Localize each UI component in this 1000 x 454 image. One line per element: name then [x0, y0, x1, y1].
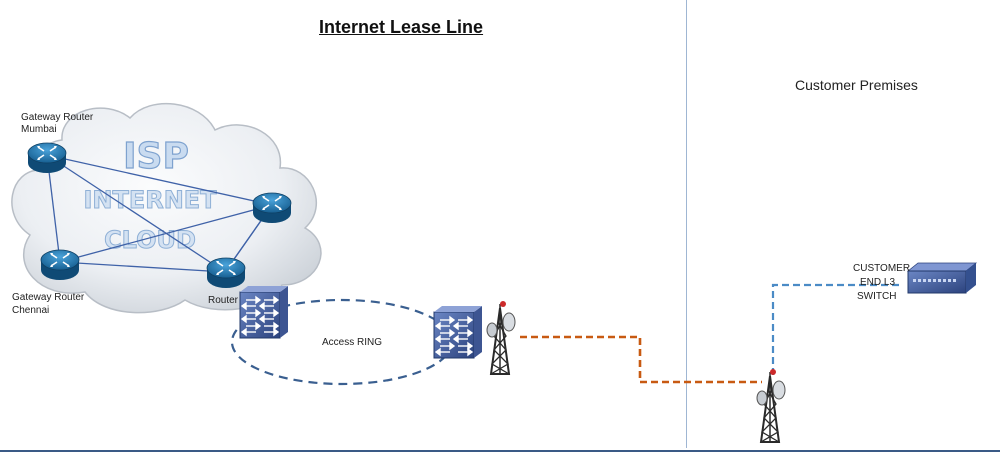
core-router-icon — [252, 192, 292, 224]
cloud-internet-text: INTERNET — [83, 186, 217, 214]
customer-switch-label-line3: SWITCH — [857, 291, 897, 302]
bottom-rule — [0, 450, 1000, 452]
access-switch-1-icon — [239, 285, 289, 339]
diagram-title: Internet Lease Line — [319, 17, 484, 37]
customer-tower-icon — [756, 368, 786, 443]
access-switch-2-icon — [433, 305, 483, 359]
customer-link — [771, 283, 902, 375]
microwave-link — [520, 335, 762, 384]
chennai-router-label-line1: Gateway Router — [12, 292, 85, 303]
customer-premises-label: Customer Premises — [795, 77, 918, 93]
customer-switch-label-line1: CUSTOMER — [853, 263, 911, 274]
cloud-isp-text: ISP — [123, 136, 189, 177]
isp-cloud — [11, 102, 322, 314]
edge-router-icon — [206, 257, 246, 289]
chennai-router-label-line2: Chennai — [12, 305, 50, 316]
customer-l3-switch-icon — [906, 262, 978, 294]
cloud-cloud-text: CLOUD — [104, 226, 196, 254]
access-tower-icon — [486, 300, 516, 375]
access-ring-label: Access RING — [322, 337, 383, 348]
premises-divider — [686, 0, 687, 448]
mumbai-router-label-line2: Mumbai — [21, 124, 57, 135]
edge-router-label: Router — [208, 295, 239, 306]
gateway-router-chennai-icon — [40, 249, 80, 281]
mumbai-router-label-line1: Gateway Router — [21, 112, 94, 123]
customer-switch-label-line2: END L3 — [860, 277, 896, 288]
gateway-router-mumbai-icon — [27, 142, 67, 174]
